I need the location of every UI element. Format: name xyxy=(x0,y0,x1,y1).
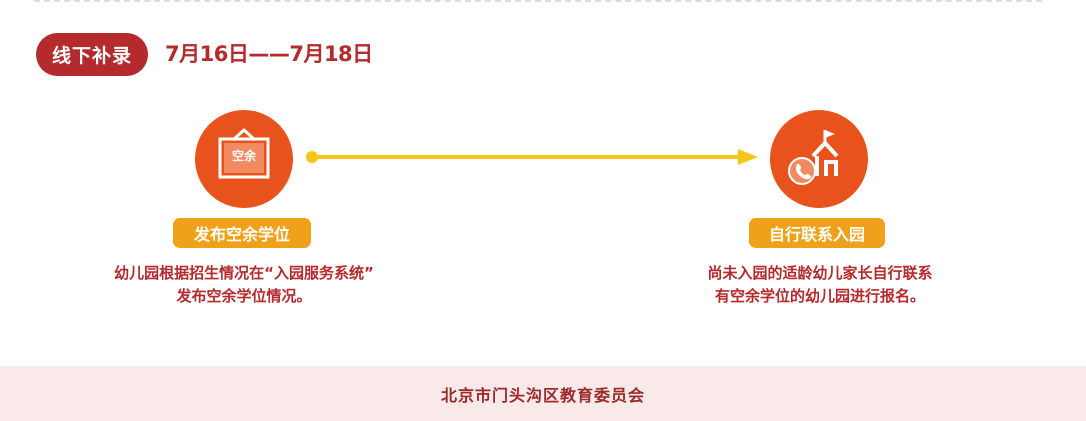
flow-arrow xyxy=(306,149,758,165)
offline-supplement-badge: 线下补录 xyxy=(36,33,148,76)
vacancy-icon-text: 空余 xyxy=(231,149,256,163)
badge-label: 线下补录 xyxy=(51,45,132,67)
phone-kindergarten-icon xyxy=(770,110,868,208)
step-label-text: 发布空余学位 xyxy=(193,225,290,244)
step-contact-kindergarten-label: 自行联系入园 xyxy=(749,218,885,248)
footer-organization: 北京市门头沟区教育委员会 xyxy=(440,385,645,405)
footer-banner: 北京市门头沟区教育委员会 xyxy=(0,366,1086,421)
description-line: 尚未入园的适龄幼儿家长自行联系 xyxy=(707,264,933,282)
step-contact-kindergarten-description: 尚未入园的适龄幼儿家长自行联系 有空余学位的幼儿园进行报名。 xyxy=(640,262,1000,308)
description-line: 幼儿园根据招生情况在“入园服务系统” xyxy=(114,264,374,282)
step-publish-vacancy-label: 发布空余学位 xyxy=(173,218,311,248)
step-label-text: 自行联系入园 xyxy=(768,225,865,244)
step-publish-vacancy-description: 幼儿园根据招生情况在“入园服务系统” 发布空余学位情况。 xyxy=(70,262,418,308)
description-line: 有空余学位的幼儿园进行报名。 xyxy=(714,287,925,305)
vacancy-sign-icon xyxy=(195,110,293,208)
top-dashed-divider xyxy=(34,0,1042,2)
date-range: 7月16日——7月18日 xyxy=(165,42,373,66)
description-line: 发布空余学位情况。 xyxy=(176,287,312,305)
